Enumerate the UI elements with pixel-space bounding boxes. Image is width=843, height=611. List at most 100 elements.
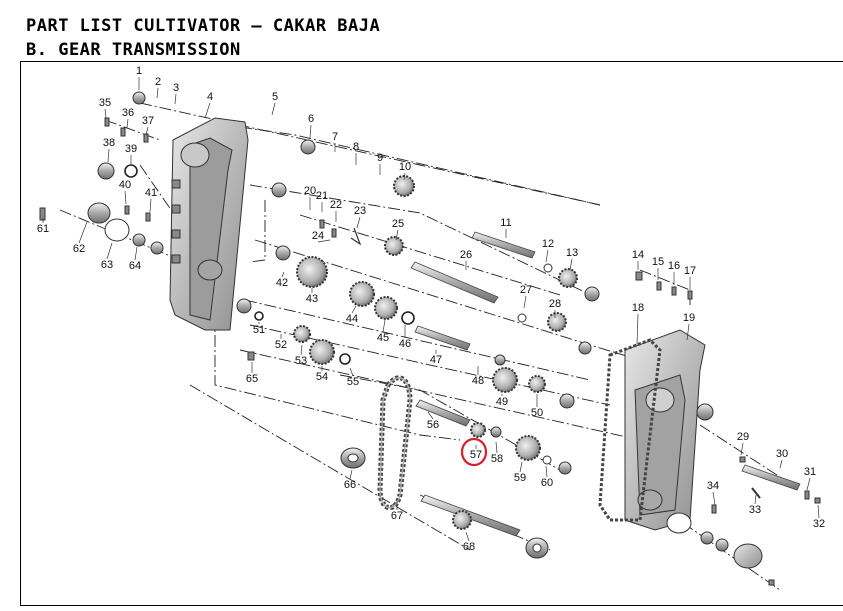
right-housing	[624, 329, 706, 531]
leader-line-25	[395, 229, 399, 241]
leader-line-38	[107, 148, 110, 163]
part-label-9: 9	[377, 152, 383, 164]
part-label-31: 31	[804, 466, 816, 478]
part-label-10: 10	[399, 161, 411, 173]
part-label-49: 49	[496, 396, 508, 408]
part-label-21: 21	[316, 190, 328, 202]
part-label-65: 65	[246, 373, 258, 385]
part-label-7: 7	[332, 131, 338, 143]
part-label-14: 14	[632, 249, 644, 261]
part-label-5: 5	[272, 91, 278, 103]
part-label-59: 59	[514, 472, 526, 484]
part-label-32: 32	[813, 518, 825, 530]
leader-line-58	[495, 441, 498, 454]
diagram-frame	[20, 61, 843, 606]
left-housing	[169, 117, 249, 331]
part-label-66: 66	[344, 479, 356, 491]
leader-line-45	[382, 319, 386, 333]
section-subtitle: B. GEAR TRANSMISSION	[26, 40, 241, 60]
leader-line-66	[349, 469, 353, 480]
part-label-62: 62	[73, 243, 85, 255]
part-label-15: 15	[652, 256, 664, 268]
bearings	[87, 91, 763, 569]
part-label-57: 57	[470, 449, 482, 461]
part-label-19: 19	[683, 312, 695, 324]
leader-line-53	[300, 344, 303, 356]
part-label-11: 11	[500, 217, 511, 229]
leader-line-34	[712, 491, 716, 506]
leader-line-62	[78, 221, 88, 244]
leader-line-23	[356, 216, 361, 229]
part-label-1: 1	[136, 65, 142, 77]
leader-line-27	[523, 295, 527, 309]
highlight-circle	[460, 437, 488, 467]
part-label-64: 64	[129, 260, 141, 272]
shafts	[410, 231, 801, 537]
part-label-46: 46	[399, 338, 411, 350]
leader-line-24	[317, 239, 331, 243]
leader-line-44	[351, 305, 357, 314]
leader-line-32	[817, 504, 820, 519]
leader-line-40	[124, 190, 127, 205]
gears	[293, 175, 578, 530]
part-label-45: 45	[377, 332, 389, 344]
part-label-47: 47	[430, 354, 442, 366]
leader-line-31	[806, 477, 811, 491]
part-label-35: 35	[99, 97, 111, 109]
part-label-50: 50	[531, 407, 543, 419]
leader-line-64	[134, 246, 138, 261]
leader-line-6	[309, 124, 312, 139]
part-label-29: 29	[737, 431, 749, 443]
leader-line-19	[686, 323, 690, 341]
part-label-67: 67	[391, 510, 403, 522]
leader-line-63	[106, 242, 113, 260]
part-label-37: 37	[142, 115, 154, 127]
leader-line-13	[569, 258, 573, 271]
part-label-13: 13	[566, 247, 578, 259]
drive-chain	[377, 375, 413, 510]
leader-line-29	[740, 442, 744, 456]
part-label-16: 16	[668, 260, 680, 272]
part-label-56: 56	[427, 419, 439, 431]
part-label-42: 42	[276, 277, 288, 289]
part-label-23: 23	[354, 205, 366, 217]
leader-line-5	[271, 102, 276, 116]
part-label-39: 39	[125, 143, 137, 155]
leader-line-42	[281, 271, 285, 278]
part-label-6: 6	[308, 113, 314, 125]
leader-line-35	[104, 108, 107, 119]
leader-line-12	[545, 249, 549, 263]
part-label-25: 25	[392, 218, 404, 230]
leader-line-59	[519, 461, 523, 473]
part-label-51: 51	[253, 324, 265, 336]
part-label-3: 3	[173, 82, 179, 94]
bolts-and-pins	[39, 117, 821, 586]
part-label-33: 33	[749, 504, 761, 516]
part-label-43: 43	[306, 293, 318, 305]
part-label-4: 4	[207, 91, 213, 103]
part-label-30: 30	[776, 448, 788, 460]
leader-line-60	[545, 465, 548, 478]
part-label-12: 12	[542, 238, 554, 250]
leader-line-56	[427, 411, 434, 420]
part-label-34: 34	[707, 480, 719, 492]
part-label-27: 27	[520, 284, 532, 296]
leader-line-18	[636, 313, 639, 346]
part-label-36: 36	[122, 107, 134, 119]
leader-line-55	[349, 367, 354, 377]
leader-line-33	[754, 494, 757, 505]
part-label-44: 44	[346, 313, 358, 325]
part-label-63: 63	[101, 259, 113, 271]
part-label-28: 28	[549, 298, 561, 310]
part-label-20: 20	[304, 185, 316, 197]
gasket	[598, 338, 662, 522]
part-label-24: 24	[312, 230, 324, 242]
part-label-60: 60	[541, 477, 553, 489]
leader-line-36	[126, 118, 129, 129]
part-label-2: 2	[155, 76, 161, 88]
leader-line-30	[779, 459, 783, 469]
part-label-22: 22	[330, 199, 342, 211]
part-label-40: 40	[119, 179, 131, 191]
part-label-61: 61	[37, 223, 49, 235]
